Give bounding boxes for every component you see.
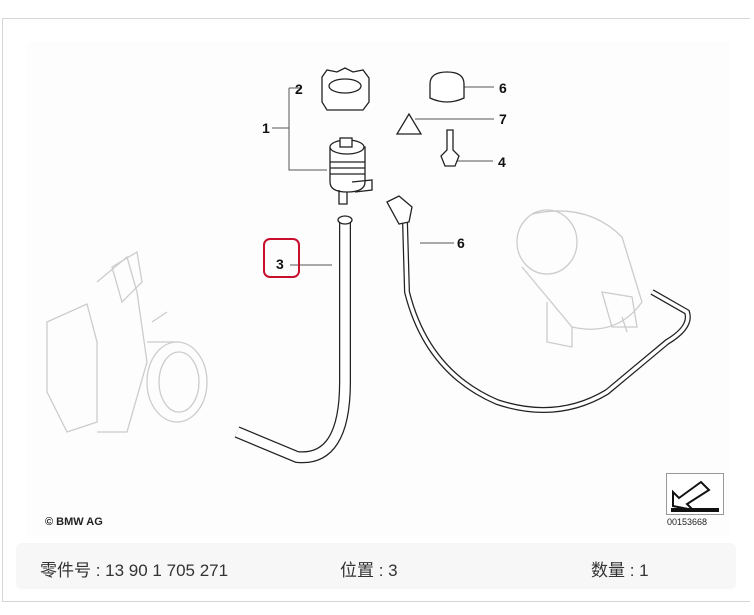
callout-2[interactable]: 2 [295, 81, 303, 97]
copyright-text: © BMW AG [45, 516, 103, 528]
parts-diagram-panel [2, 18, 750, 602]
carbon-canister-drawing [516, 209, 643, 348]
part-number: 零件号 : 13 90 1 705 271 [40, 561, 229, 580]
callout-6-hose[interactable]: 6 [457, 235, 465, 251]
position: 位置 : 3 [340, 561, 398, 580]
parts-diagram: 1 2 3 4 6 6 7 © BMW AG 00153668 [27, 42, 730, 536]
selected-callout-highlight [263, 238, 300, 278]
callout-4[interactable]: 4 [498, 154, 506, 170]
callout-6-cap[interactable]: 6 [499, 80, 507, 96]
quantity: 数量 : 1 [591, 561, 649, 580]
callout-7[interactable]: 7 [499, 111, 507, 127]
callout-3[interactable]: 3 [276, 256, 284, 272]
part-info-bar: 零件号 : 13 90 1 705 271 位置 : 3 数量 : 1 [16, 543, 736, 589]
arrow-down-left-icon [671, 480, 719, 512]
navigation-arrow-button[interactable] [666, 473, 724, 515]
image-number: 00153668 [667, 517, 708, 527]
throttle-body-drawing [46, 250, 208, 433]
diagram-illustration [46, 67, 691, 464]
callout-1[interactable]: 1 [262, 120, 270, 136]
